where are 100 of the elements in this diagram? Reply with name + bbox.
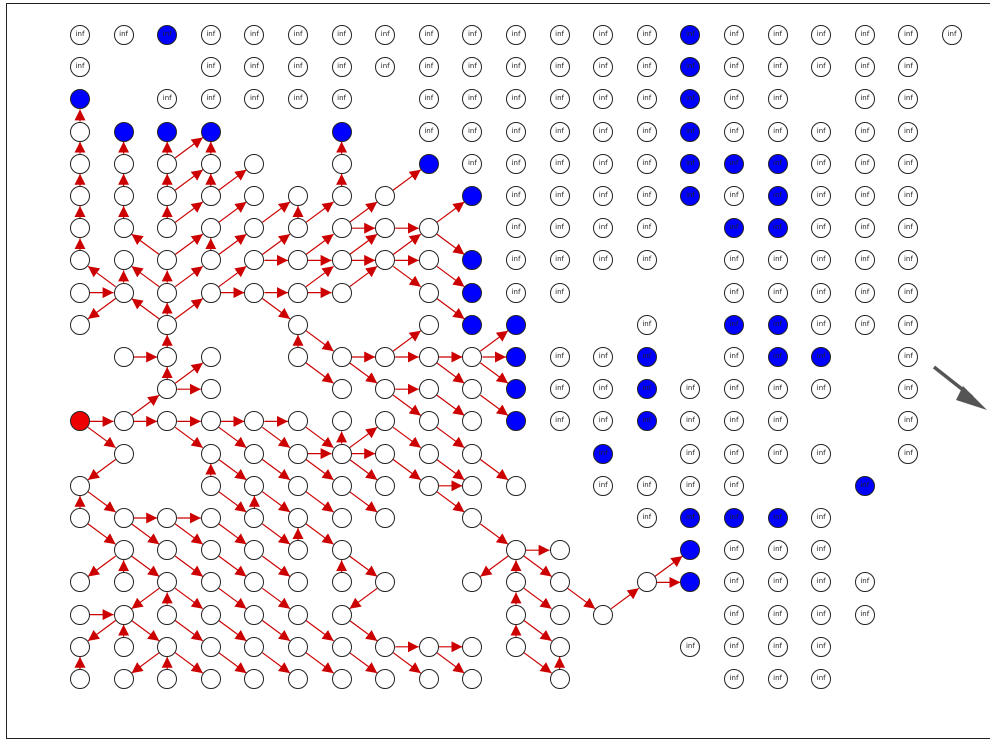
node-circle xyxy=(332,476,352,496)
arrow xyxy=(306,652,334,674)
node-circle xyxy=(200,282,221,303)
arrow xyxy=(349,201,378,223)
arrow xyxy=(218,588,247,610)
node-circle xyxy=(332,250,352,270)
node-circle xyxy=(332,122,352,142)
node-circle xyxy=(506,476,526,496)
arrow xyxy=(90,416,114,427)
node-circle xyxy=(375,347,396,367)
arrow xyxy=(349,426,378,448)
arrow xyxy=(262,426,290,448)
arrow xyxy=(262,201,290,223)
arrow xyxy=(292,528,304,540)
node-circle xyxy=(157,572,178,592)
arrow xyxy=(524,652,552,674)
arrow xyxy=(131,394,160,416)
node-circle xyxy=(288,218,308,238)
arrow xyxy=(438,480,462,492)
node-circle xyxy=(332,218,352,238)
node-circle xyxy=(332,636,352,657)
node-circle xyxy=(332,154,352,174)
node-circle xyxy=(418,314,439,335)
node-circle xyxy=(114,669,134,689)
arrow xyxy=(174,201,204,223)
arrow xyxy=(218,491,247,513)
arrow xyxy=(218,652,247,674)
node-circle xyxy=(462,314,482,335)
arrow xyxy=(218,426,247,448)
node-circle xyxy=(418,636,439,657)
node-circle xyxy=(506,411,526,432)
node-circle xyxy=(244,250,264,270)
arrow xyxy=(436,459,465,480)
arrow xyxy=(395,254,419,266)
node-circle xyxy=(157,540,178,560)
node-circle xyxy=(70,411,90,432)
node-circle xyxy=(70,154,90,174)
node-circle xyxy=(200,669,221,689)
arrow xyxy=(308,287,332,298)
arrow xyxy=(88,523,116,545)
arrow xyxy=(162,270,173,283)
arrow xyxy=(436,201,465,223)
node-circle xyxy=(332,604,352,625)
arrow xyxy=(264,287,288,298)
node-circle xyxy=(70,250,90,270)
arrow xyxy=(177,384,201,395)
arrow xyxy=(392,169,422,191)
node-circle xyxy=(288,347,308,367)
arrow xyxy=(436,394,465,416)
arrow xyxy=(306,620,334,642)
node-circle xyxy=(375,379,396,400)
arrow xyxy=(88,491,116,513)
node-circle xyxy=(375,669,396,689)
arrow xyxy=(436,298,465,320)
arrow xyxy=(220,416,244,427)
node-circle xyxy=(70,186,90,206)
arrow xyxy=(349,588,378,610)
node-circle xyxy=(288,508,308,528)
arrow xyxy=(174,362,204,384)
node-circle xyxy=(200,508,221,528)
arrow xyxy=(349,491,378,513)
arrow xyxy=(262,523,290,545)
node-circle xyxy=(157,669,178,689)
node-circle xyxy=(244,218,264,238)
arrow xyxy=(262,620,290,642)
arrow xyxy=(349,266,378,288)
arrow xyxy=(74,142,86,154)
node-circle xyxy=(332,282,352,303)
node-circle xyxy=(462,508,482,528)
arrow xyxy=(510,592,522,605)
arrow xyxy=(134,512,158,524)
arrow xyxy=(264,254,288,266)
arrow xyxy=(174,620,204,642)
node-circle xyxy=(157,122,178,142)
arrow xyxy=(524,620,552,642)
arrow xyxy=(480,459,508,480)
node-circle xyxy=(114,444,134,464)
node-circle xyxy=(114,154,134,174)
arrow xyxy=(436,362,465,384)
arrow xyxy=(567,588,596,610)
node-circle xyxy=(200,154,221,174)
arrow xyxy=(174,556,204,577)
arrow xyxy=(174,137,204,158)
arrow xyxy=(610,588,640,610)
arrow xyxy=(262,298,290,320)
arrow xyxy=(482,352,506,362)
arrow xyxy=(306,234,334,255)
node-circle xyxy=(506,379,526,400)
node-circle xyxy=(332,347,352,367)
node-circle xyxy=(418,218,439,238)
node-circle xyxy=(462,347,482,367)
arrow xyxy=(174,652,204,674)
arrow xyxy=(262,491,290,513)
arrow xyxy=(392,394,422,416)
arrow xyxy=(349,459,378,480)
arrow xyxy=(218,523,247,545)
arrow xyxy=(395,222,419,234)
node-circle xyxy=(418,444,439,464)
arrow xyxy=(292,206,304,218)
node-circle xyxy=(70,636,90,657)
